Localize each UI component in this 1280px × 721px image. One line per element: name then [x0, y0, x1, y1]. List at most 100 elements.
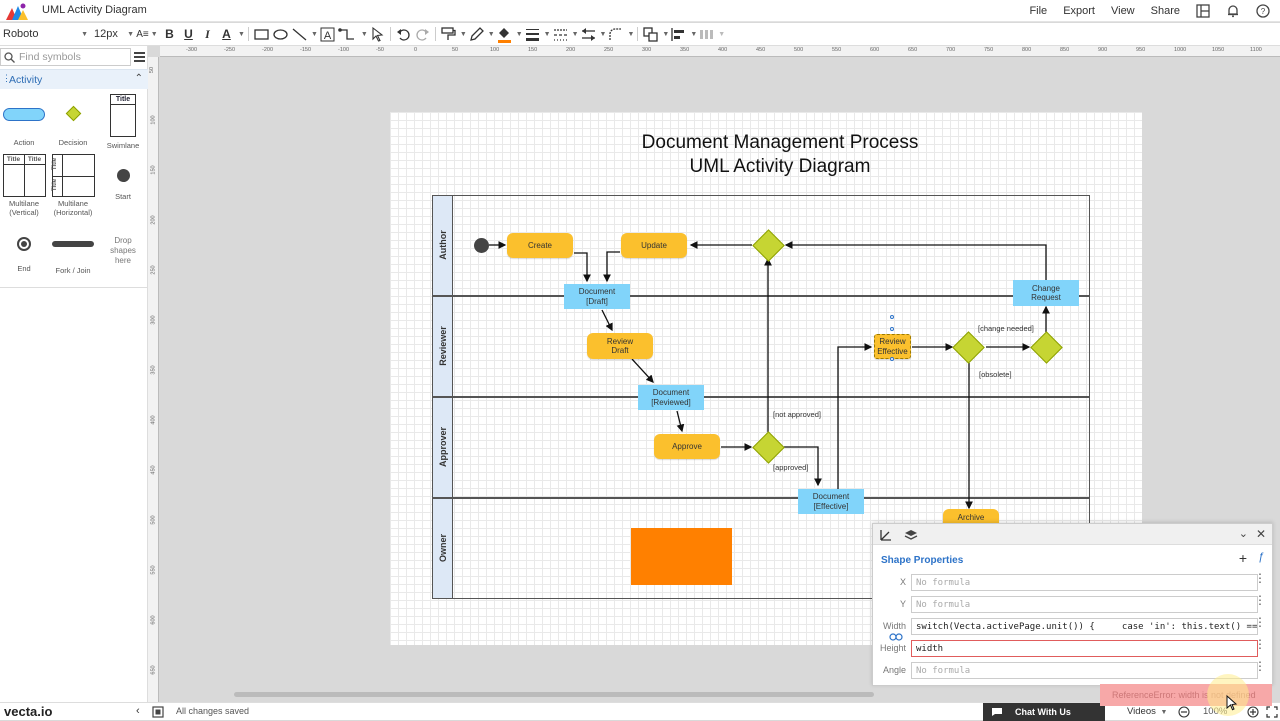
zoom-out-icon[interactable] [1178, 706, 1190, 718]
corner-style-icon[interactable] [606, 25, 625, 44]
chevron-left-icon[interactable]: ‹ [136, 705, 140, 717]
menu-view[interactable]: View [1110, 5, 1135, 17]
shape-fork-join[interactable]: Fork / Join [50, 241, 96, 275]
guard-obsolete[interactable]: [obsolete] [979, 370, 1012, 379]
videos-select[interactable]: Videos ▼ [1127, 706, 1168, 717]
selection-handle[interactable] [890, 315, 894, 319]
chevron-down-icon[interactable]: ▼ [627, 30, 635, 38]
function-icon[interactable]: ƒ [1257, 551, 1264, 563]
format-painter-icon[interactable] [439, 25, 458, 44]
formula-tab-icon[interactable] [879, 528, 893, 542]
width-formula-input[interactable]: switch(Vecta.activePage.unit()) { case '… [911, 618, 1258, 635]
font-family-select[interactable]: Roboto▼ [3, 28, 88, 40]
rectangle-tool-icon[interactable] [252, 25, 271, 44]
chevron-down-icon[interactable]: ▼ [543, 30, 551, 38]
y-formula-input[interactable]: No formula [911, 596, 1258, 613]
connector-tool-icon[interactable] [337, 25, 359, 44]
height-formula-input[interactable]: width [911, 640, 1258, 657]
chevron-down-icon[interactable]: ⌄ [1238, 528, 1248, 540]
text-color-button[interactable]: A [222, 27, 231, 41]
chevron-down-icon[interactable]: ▼ [459, 30, 467, 38]
more-options-icon[interactable]: ⋮ [1254, 615, 1266, 629]
menu-share[interactable]: Share [1150, 5, 1180, 17]
selection-handle[interactable] [890, 327, 894, 331]
angle-formula-input[interactable]: No formula [911, 662, 1258, 679]
line-tool-icon[interactable] [290, 25, 309, 44]
bold-button[interactable]: B [165, 27, 174, 41]
help-icon[interactable]: ? [1256, 4, 1270, 18]
chevron-down-icon[interactable]: ▼ [662, 30, 670, 38]
horizontal-scrollbar[interactable] [234, 692, 874, 697]
more-options-icon[interactable]: ⋮ [1254, 571, 1266, 585]
symbol-search-input[interactable]: Find symbols [0, 48, 131, 66]
swimlane-author[interactable]: Author [432, 195, 1090, 296]
pen-icon[interactable] [467, 25, 486, 44]
pointer-tool-icon[interactable] [368, 25, 387, 44]
chevron-down-icon[interactable]: ▼ [718, 30, 726, 38]
arrow-style-icon[interactable] [579, 25, 598, 44]
guard-not-approved[interactable]: [not approved] [773, 410, 821, 419]
action-update[interactable]: Update [621, 233, 687, 258]
chat-with-us-button[interactable]: Chat With Us [983, 703, 1105, 721]
chevron-down-icon[interactable]: ▼ [487, 30, 495, 38]
x-formula-input[interactable]: No formula [911, 574, 1258, 591]
ellipse-tool-icon[interactable] [271, 25, 290, 44]
add-icon[interactable]: + [1238, 550, 1247, 566]
menu-export[interactable]: Export [1063, 5, 1095, 17]
shape-swimlane[interactable]: Title Swimlane [106, 94, 140, 150]
link-icon[interactable] [889, 633, 903, 641]
chevron-down-icon[interactable]: ▼ [690, 30, 698, 38]
line-style-icon[interactable] [551, 25, 570, 44]
drop-shapes-placeholder[interactable]: Drop shapes here [110, 236, 136, 265]
guard-change-needed[interactable]: [change needed] [978, 324, 1034, 333]
notification-bell-icon[interactable] [1226, 4, 1240, 18]
swimlane-owner[interactable]: Owner [432, 498, 1090, 599]
action-approve[interactable]: Approve [654, 434, 720, 459]
zoom-in-icon[interactable] [1247, 706, 1259, 718]
distribute-icon[interactable] [697, 25, 716, 44]
fill-color-icon[interactable] [495, 25, 514, 44]
align-icon[interactable] [669, 25, 688, 44]
chevron-down-icon[interactable]: ▼ [360, 30, 368, 38]
diagram-title[interactable]: Document Management Process UML Activity… [390, 131, 1170, 179]
orange-rectangle[interactable] [631, 528, 732, 585]
action-create[interactable]: Create [507, 233, 573, 258]
action-review-effective[interactable]: Review Effective [874, 334, 911, 359]
undo-icon[interactable] [394, 25, 413, 44]
guard-approved[interactable]: [approved] [773, 463, 809, 472]
menu-file[interactable]: File [1029, 5, 1048, 17]
object-document-effective[interactable]: Document [Effective] [798, 489, 864, 514]
chevron-down-icon[interactable]: ▼ [310, 30, 318, 38]
chevron-down-icon[interactable]: ▼ [599, 30, 607, 38]
object-document-reviewed[interactable]: Document [Reviewed] [638, 385, 704, 410]
fullscreen-icon[interactable] [1266, 706, 1278, 718]
line-weight-icon[interactable] [523, 25, 542, 44]
font-size-select[interactable]: 12px▼ [94, 28, 134, 40]
chevron-down-icon[interactable]: ▼ [515, 30, 523, 38]
more-options-icon[interactable]: ⋮ [1254, 637, 1266, 651]
chevron-down-icon[interactable]: ▼ [571, 30, 579, 38]
shape-action[interactable]: Action [1, 108, 47, 147]
chevron-down-icon[interactable]: ▼ [238, 30, 245, 38]
layers-icon[interactable] [904, 528, 918, 542]
action-review-draft[interactable]: Review Draft [587, 333, 653, 359]
menu-icon[interactable] [134, 52, 145, 62]
shape-end[interactable]: End [1, 237, 47, 273]
document-title[interactable]: UML Activity Diagram [42, 4, 147, 16]
shape-multilane-horizontal[interactable]: Title Title Multilane (Horizontal) [50, 154, 96, 217]
shape-decision[interactable]: Decision [50, 105, 96, 147]
close-icon[interactable]: ✕ [1255, 527, 1266, 541]
section-activity[interactable]: ⋮ Activity ⌃ [0, 69, 148, 89]
shape-multilane-vertical[interactable]: Title Title Multilane (Vertical) [1, 154, 47, 217]
text-tool-icon[interactable]: A [318, 25, 337, 44]
italic-button[interactable]: I [205, 26, 210, 41]
shape-start[interactable]: Start [100, 169, 146, 201]
redo-icon[interactable] [413, 25, 432, 44]
underline-button[interactable]: U [184, 27, 193, 41]
more-options-icon[interactable]: ⋮ [1254, 593, 1266, 607]
page-icon[interactable] [152, 706, 164, 718]
more-options-icon[interactable]: ⋮ [1254, 659, 1266, 673]
initial-node[interactable] [474, 238, 489, 253]
swimlane-reviewer[interactable]: Reviewer [432, 296, 1090, 397]
